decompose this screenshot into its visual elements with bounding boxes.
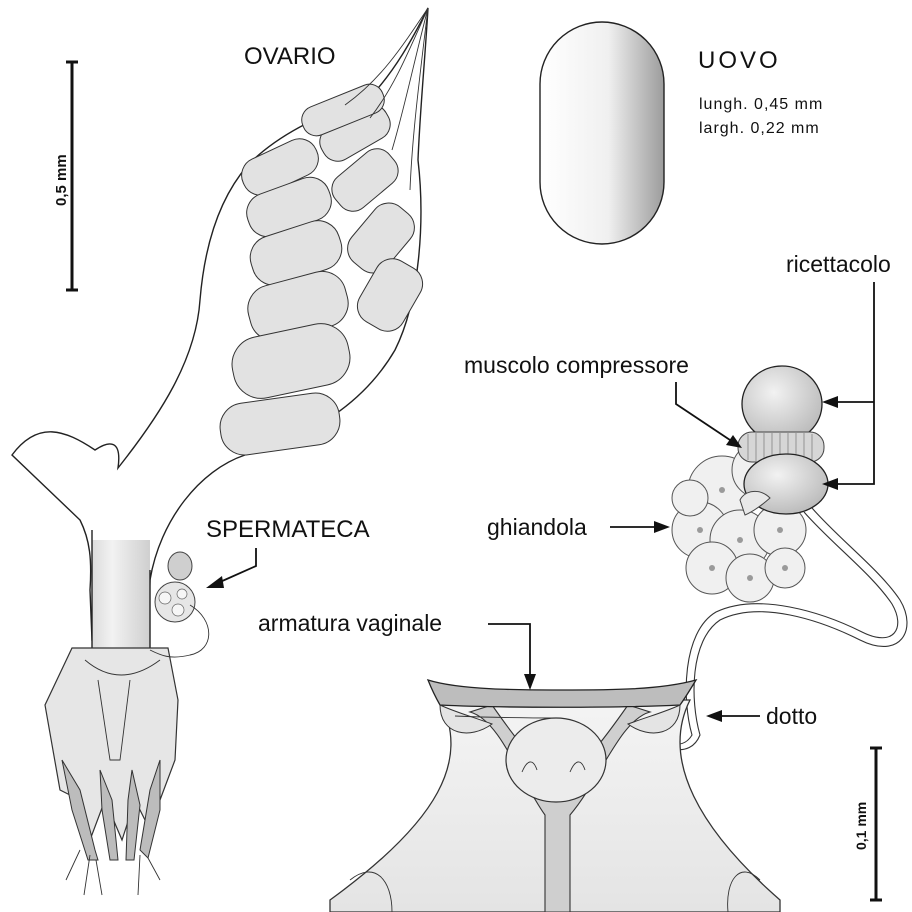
scale-bar-small: 0,1 mm xyxy=(853,748,882,900)
egg xyxy=(540,22,664,244)
vaginal-chamber xyxy=(506,718,606,802)
scale-bar-large: 0,5 mm xyxy=(53,62,78,290)
label-uovo: UOVO xyxy=(698,47,781,74)
spermatheca-small xyxy=(150,552,209,657)
label-ghiandola: ghiandola xyxy=(487,514,587,540)
label-dotto: dotto xyxy=(766,703,817,729)
vaginal-armature-bar xyxy=(428,680,696,707)
label-ovario: OVARIO xyxy=(244,43,336,70)
scale-bar-large-label: 0,5 mm xyxy=(53,154,70,206)
label-uovo-width: largh. 0,22 mm xyxy=(699,120,820,137)
ovariole xyxy=(227,318,355,403)
receptacle-upper xyxy=(742,366,822,442)
label-spermateca: SPERMATECA xyxy=(206,516,370,543)
label-ricettacolo: ricettacolo xyxy=(786,251,891,277)
label-muscolo-compressore: muscolo compressore xyxy=(464,352,689,378)
label-uovo-length: lungh. 0,45 mm xyxy=(699,96,823,113)
ovariole xyxy=(217,390,343,458)
scale-bar-small-label: 0,1 mm xyxy=(853,802,869,850)
label-armatura-vaginale: armatura vaginale xyxy=(258,610,442,636)
oviduct xyxy=(92,540,150,650)
ovary-drawing xyxy=(12,8,429,895)
egg-drawing xyxy=(540,22,664,244)
